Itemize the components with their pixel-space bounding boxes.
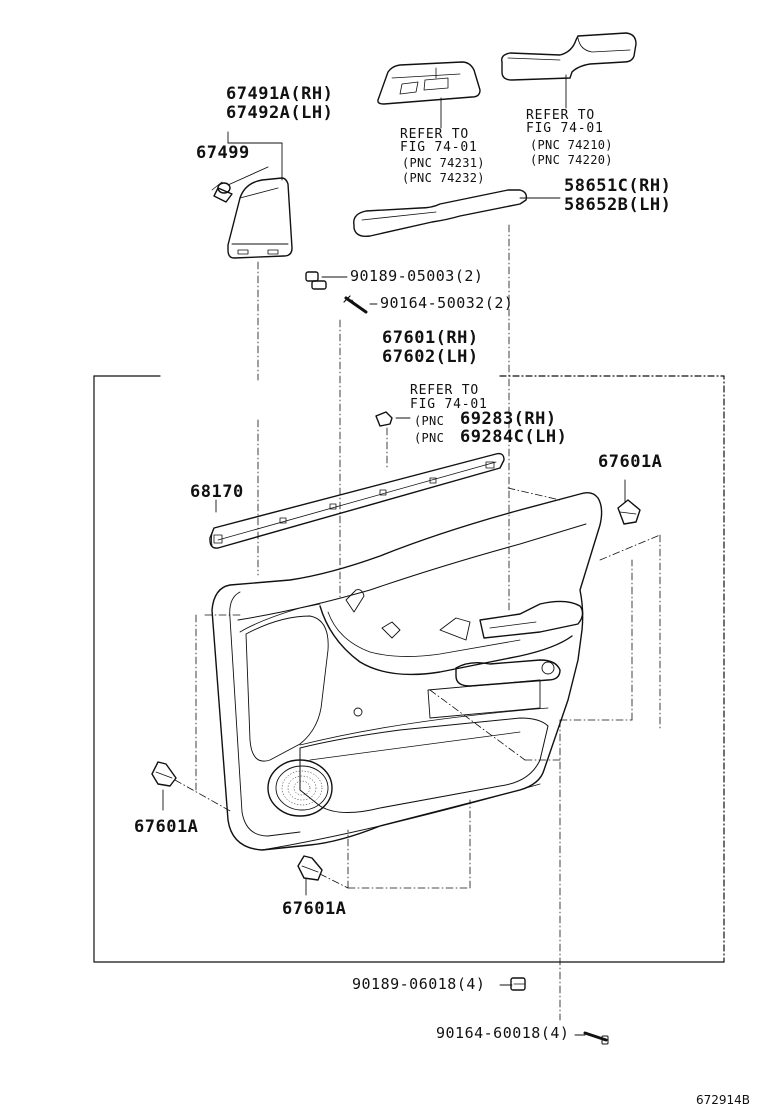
upper-trim-panel: [353, 189, 528, 238]
ref2-line1: REFER TO: [526, 108, 596, 123]
weatherstrip-68170: [209, 452, 505, 549]
label-90189-05003: 90189-05003(2): [350, 267, 484, 285]
clip-67601a-right: [617, 499, 641, 525]
label-69284c: 69284C(LH): [460, 427, 568, 447]
label-58651c: 58651C(RH): [564, 176, 672, 196]
ref1-line4: (PNC 74232): [402, 171, 485, 185]
clip-90189-06018: [510, 977, 526, 991]
clip-67601a-bottom: [297, 855, 323, 881]
ref3-pnc2: (PNC: [414, 431, 445, 445]
ref1-line3: (PNC 74231): [402, 156, 485, 170]
switch-base-cover: [227, 177, 293, 259]
label-90164-60018: 90164-60018(4): [436, 1024, 570, 1042]
label-67499: 67499: [196, 143, 250, 163]
armrest-pad: [500, 32, 637, 81]
clip-90189-05003: [305, 271, 327, 290]
screw-90164-50032: [343, 295, 368, 314]
screw-90164-60018: [583, 1031, 609, 1045]
ref2-line4: (PNC 74220): [530, 153, 613, 167]
leader-lines: [162, 74, 626, 1036]
clip-69283: [375, 411, 393, 427]
clip-67499: [211, 181, 233, 203]
assembly-frame: [93, 375, 725, 963]
label-68170: 68170: [190, 482, 244, 502]
ref1-line1: REFER TO: [400, 127, 470, 142]
label-67601a-bottom: 67601A: [282, 899, 347, 919]
label-67601a-right: 67601A: [598, 452, 663, 472]
ref3-line1: REFER TO: [410, 383, 480, 398]
ref3-line2: FIG 74-01: [410, 397, 488, 412]
guide-lines: [174, 224, 661, 1021]
label-67601a-left: 67601A: [134, 817, 199, 837]
diagram-id: 672914B: [696, 1093, 751, 1107]
power-window-switch: [377, 61, 481, 105]
label-67601: 67601(RH): [382, 328, 479, 348]
ref2-line2: FIG 74-01: [526, 121, 604, 136]
label-67492a: 67492A(LH): [226, 103, 334, 123]
label-90189-06018: 90189-06018(4): [352, 975, 486, 993]
label-58652b: 58652B(LH): [564, 195, 672, 215]
ref2-line3: (PNC 74210): [530, 138, 613, 152]
ref1-line2: FIG 74-01: [400, 140, 478, 155]
door-trim-board: [211, 491, 603, 851]
label-90164-50032: 90164-50032(2): [380, 294, 514, 312]
clip-67601a-left: [151, 761, 177, 787]
ref3-pnc1: (PNC: [414, 414, 445, 428]
label-67602: 67602(LH): [382, 347, 479, 367]
label-69283: 69283(RH): [460, 409, 557, 429]
speaker-grille: [267, 759, 333, 817]
label-67491a: 67491A(RH): [226, 84, 334, 104]
